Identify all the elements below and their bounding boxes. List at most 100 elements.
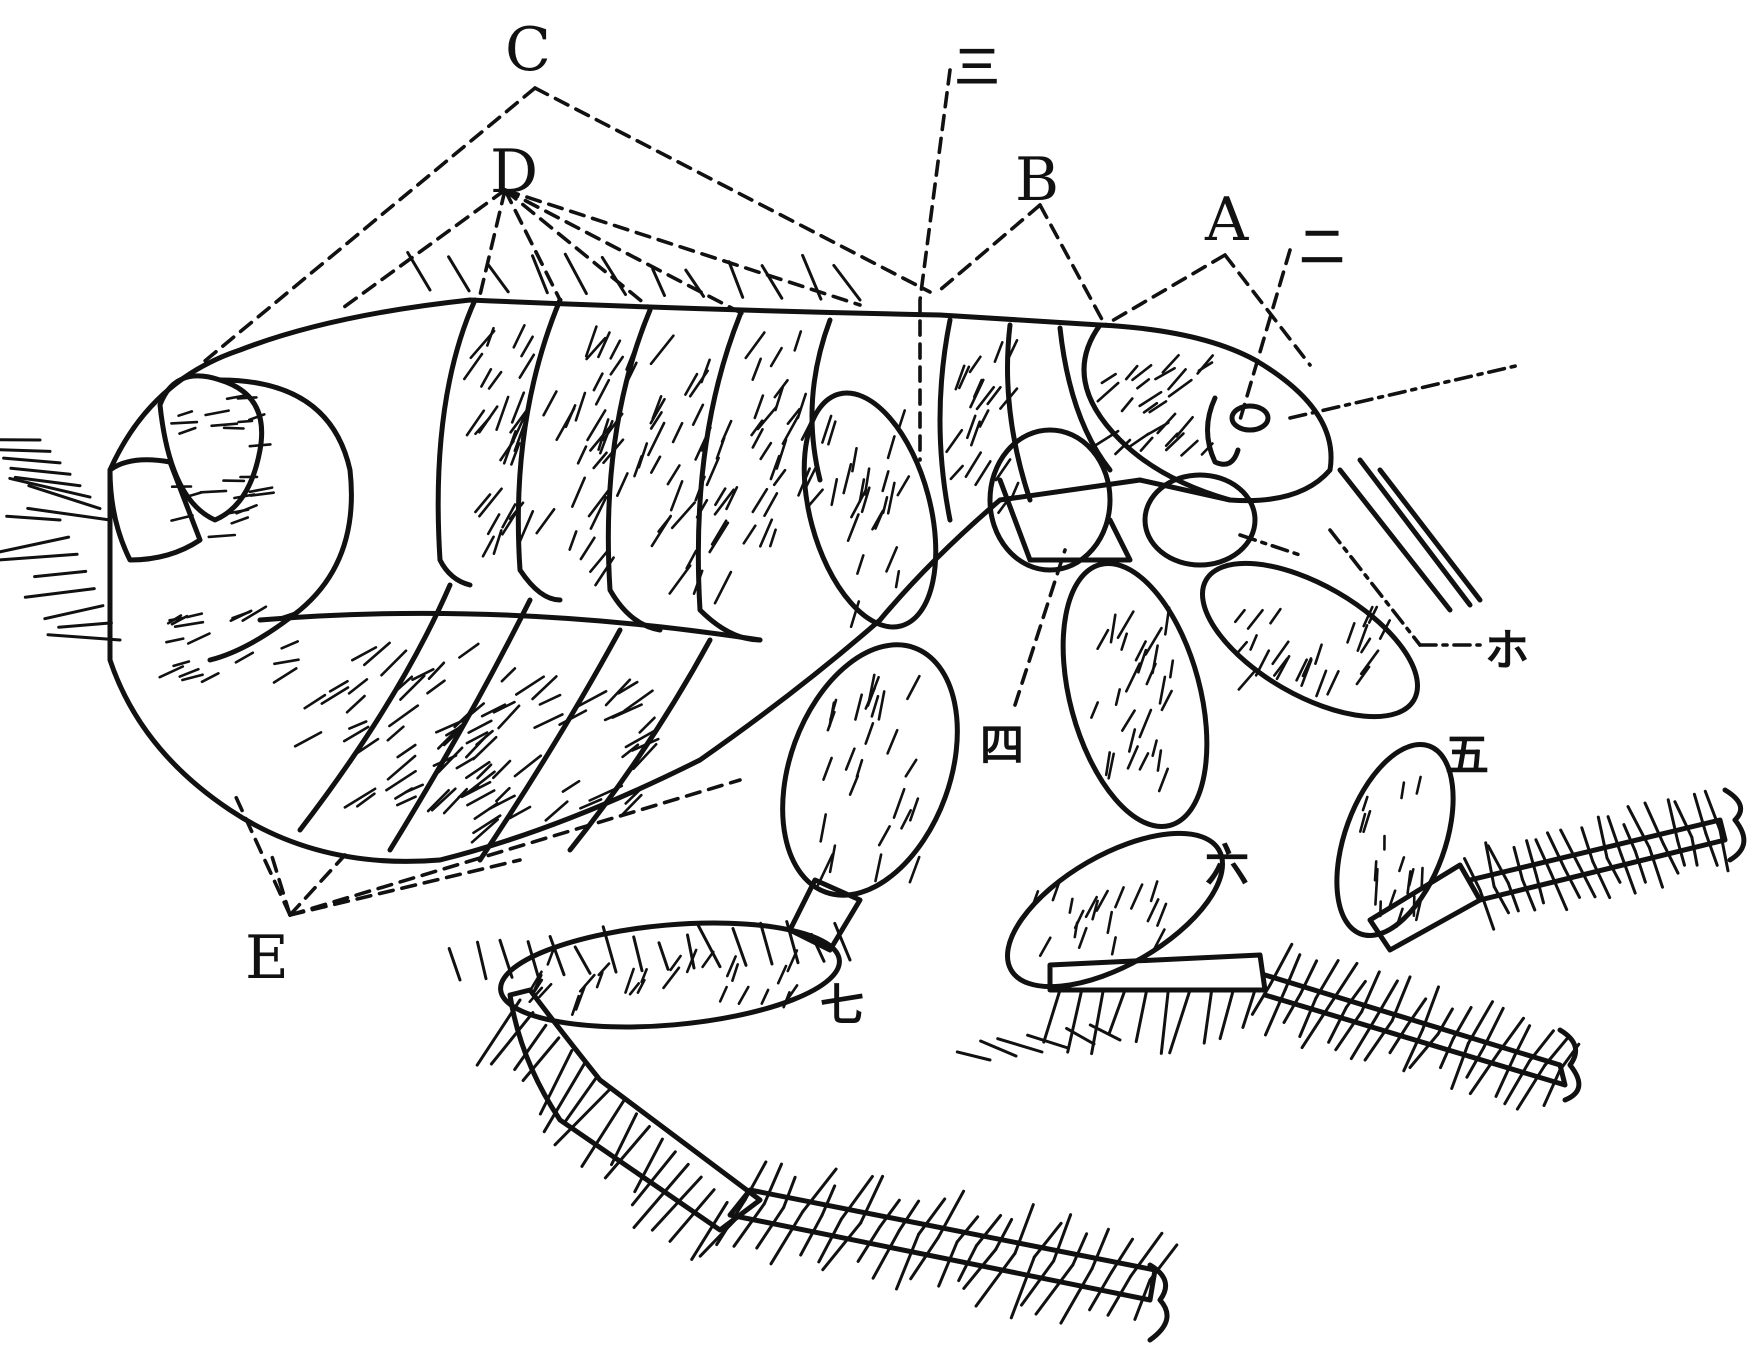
bristle [1160, 677, 1165, 704]
label-ho: ホ [1485, 625, 1529, 676]
bristle [206, 411, 229, 415]
bristle [489, 372, 501, 388]
bristle [1348, 623, 1355, 642]
bristle [1237, 642, 1246, 653]
bristle [594, 374, 603, 391]
bristle [651, 336, 673, 364]
bristle [382, 651, 407, 676]
bristle [481, 369, 491, 386]
bristle [872, 696, 878, 716]
bristle [651, 457, 660, 473]
bristle [1271, 609, 1281, 623]
bristle [888, 436, 894, 458]
bristle [581, 538, 595, 559]
bristle [970, 357, 980, 372]
bristle [980, 411, 988, 427]
bristle [625, 691, 653, 711]
bristle [0, 449, 50, 452]
bristle [670, 566, 691, 594]
bristle [671, 481, 682, 510]
leader-B-1 [940, 205, 1040, 290]
bristle [347, 696, 365, 712]
bristle [795, 332, 801, 351]
bristle [514, 325, 525, 347]
bristle [778, 966, 786, 983]
bristle [957, 1052, 990, 1060]
tergite-2 [518, 300, 560, 600]
bristle [175, 622, 203, 627]
bristle [520, 355, 534, 378]
bristle [995, 342, 1002, 361]
bristle [1122, 711, 1134, 731]
bristle [0, 537, 69, 553]
sternite-4 [570, 640, 710, 850]
leader-D-4 [505, 190, 650, 308]
bristle [236, 653, 253, 663]
bristle [712, 521, 726, 545]
bristle [947, 430, 962, 452]
bristle [563, 781, 579, 791]
bristle [522, 337, 533, 356]
bristle [1361, 651, 1378, 674]
bristle [996, 1220, 1012, 1250]
bristle [1317, 671, 1327, 696]
bristle [1161, 990, 1168, 1053]
bristle [693, 405, 703, 425]
bristle [1011, 1257, 1034, 1318]
bristle [1328, 671, 1339, 694]
bristle [535, 714, 563, 727]
bristle [898, 477, 909, 496]
leader-antenna [1290, 365, 1520, 418]
bristle [428, 790, 449, 811]
bristle [832, 479, 837, 505]
bristle [520, 511, 533, 541]
bristle [883, 471, 889, 491]
bristle [1079, 928, 1086, 948]
bristle [1157, 904, 1166, 926]
leader-E-4 [290, 860, 520, 915]
leader-A-1 [1105, 255, 1225, 325]
bristle [1044, 990, 1060, 1042]
bristle [428, 681, 445, 694]
bristle [857, 555, 863, 573]
bristle [580, 975, 594, 991]
bristle [1112, 937, 1115, 954]
bristle [494, 530, 501, 553]
bristle [479, 407, 497, 433]
bristle [866, 723, 873, 743]
bristle [575, 947, 590, 973]
bristle [732, 964, 737, 980]
bristle [201, 491, 226, 492]
bristle [282, 641, 298, 648]
bristle [1220, 990, 1233, 1039]
bristle [1109, 990, 1125, 1034]
bristle [1122, 399, 1132, 412]
bristle [761, 443, 771, 459]
bristle [540, 984, 552, 997]
bristle [1075, 923, 1077, 937]
bristle [844, 464, 851, 493]
bristle [777, 440, 786, 469]
bristle [907, 676, 919, 699]
bristle [1422, 868, 1423, 887]
bristle [1508, 883, 1518, 911]
bristle [640, 718, 655, 733]
bristle [879, 826, 889, 845]
bristle [966, 453, 981, 477]
bristle [474, 737, 497, 759]
bristle [824, 758, 832, 780]
bristle [4, 458, 60, 463]
bristle [850, 776, 858, 795]
bristle [652, 516, 671, 546]
bristle [910, 857, 919, 882]
bristle [897, 1234, 919, 1289]
rear-cap [110, 460, 200, 560]
bristle [613, 705, 642, 718]
bristle [753, 489, 767, 512]
bristle [906, 760, 916, 776]
bristle [1706, 834, 1717, 866]
bristle [611, 357, 623, 374]
bristle [1251, 635, 1257, 649]
bristle [1151, 882, 1157, 901]
bristle [483, 537, 494, 557]
